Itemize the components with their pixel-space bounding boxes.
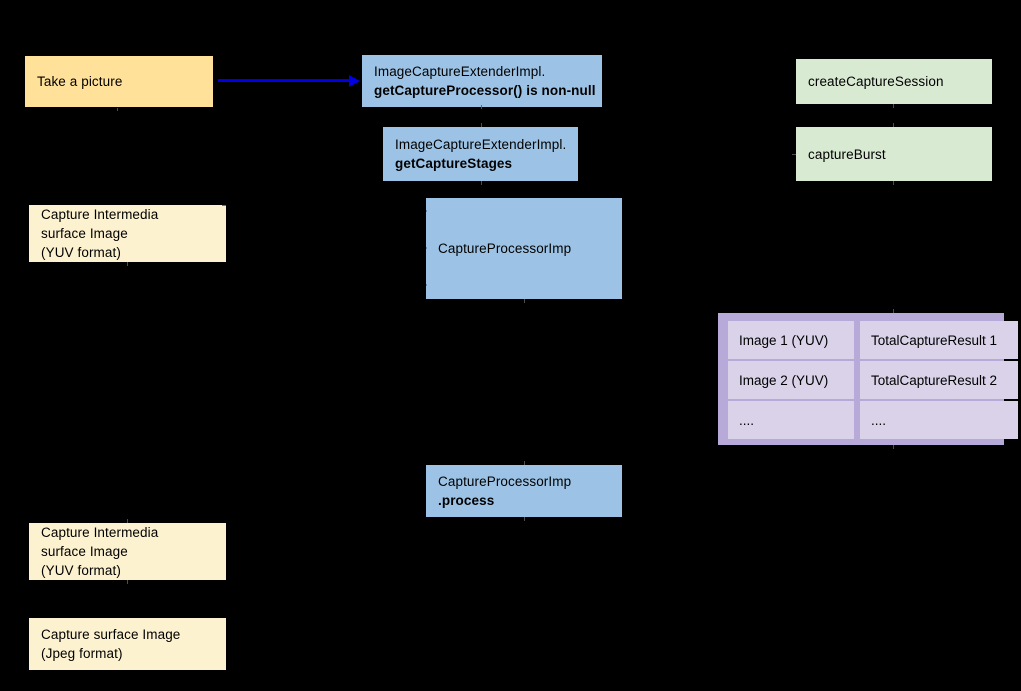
results-table: Image 1 (YUV) TotalCaptureResult 1 Image… [718, 313, 1018, 445]
connector-tick [127, 580, 128, 584]
node-capture-processor-process-line1: CaptureProcessorImp [438, 474, 572, 489]
node-get-capture-stages-line1: ImageCaptureExtenderImpl. [395, 137, 567, 152]
node-intermediate-yuv-bottom-line3: (YUV format) [41, 563, 121, 578]
connector-tick [481, 123, 482, 127]
edge-arrowhead [349, 74, 360, 87]
node-capture-surface-jpeg-line1: Capture surface Image [41, 627, 181, 642]
edge-take-picture-to-get-capture-processor [218, 79, 350, 82]
node-capture-processor-imp-process[interactable]: CaptureProcessorImp .process [426, 465, 622, 517]
node-capture-processor-imp[interactable]: CaptureProcessorImp [426, 198, 622, 299]
node-capture-surface-jpeg-line2: (Jpeg format) [41, 646, 123, 661]
node-get-capture-processor[interactable]: ImageCaptureExtenderImpl. getCaptureProc… [362, 55, 602, 107]
connector-tick [893, 104, 894, 108]
node-take-a-picture[interactable]: Take a picture [25, 56, 213, 107]
connector-tick [524, 517, 525, 521]
connector-tick [127, 519, 128, 523]
connector-tick [524, 461, 525, 465]
node-capture-burst-label: captureBurst [808, 146, 886, 162]
table-cell-result[interactable]: TotalCaptureResult 1 [860, 321, 1018, 359]
node-get-capture-stages[interactable]: ImageCaptureExtenderImpl. getCaptureStag… [383, 127, 578, 181]
node-intermediate-yuv-bottom-line1: Capture Intermedia [41, 525, 159, 540]
node-intermediate-yuv-top-line2: surface Image [41, 226, 128, 241]
connector-tick [524, 299, 525, 303]
edge-arrowhead-into-capture-processor-imp [420, 207, 427, 215]
node-get-capture-stages-line2: getCaptureStages [395, 156, 513, 171]
connector-tick [127, 262, 128, 266]
node-intermediate-yuv-top-line3: (YUV format) [41, 245, 121, 260]
node-capture-surface-image-jpeg[interactable]: Capture surface Image (Jpeg format) [29, 618, 226, 670]
connector-tick [481, 181, 482, 185]
connector-tick [222, 205, 226, 206]
node-get-capture-processor-line2: getCaptureProcessor() is non-null [374, 83, 596, 98]
node-create-capture-session-label: createCaptureSession [808, 74, 944, 89]
connector-tick [792, 154, 796, 155]
connector-tick [893, 181, 894, 185]
connector-tick [893, 309, 894, 313]
connector-tick [481, 105, 482, 109]
node-capture-burst[interactable]: captureBurst [796, 127, 992, 181]
table-cell-image[interactable]: Image 2 (YUV) [728, 361, 854, 399]
table-cell-image[interactable]: .... [728, 401, 854, 439]
node-capture-processor-process-line2: .process [438, 493, 495, 508]
connector-tick [117, 108, 118, 111]
edge-arrowhead-into-capture-processor-imp [420, 281, 427, 289]
connector-tick [893, 123, 894, 127]
table-cell-result[interactable]: .... [860, 401, 1018, 439]
table-cell-result[interactable]: TotalCaptureResult 2 [860, 361, 1018, 399]
node-capture-intermedia-surface-image-yuv-bottom[interactable]: Capture Intermedia surface Image (YUV fo… [29, 523, 226, 580]
node-create-capture-session[interactable]: createCaptureSession [796, 59, 992, 104]
node-intermediate-yuv-top-line1: Capture Intermedia [41, 207, 159, 222]
connector-tick [893, 445, 894, 449]
table-cell-image[interactable]: Image 1 (YUV) [728, 321, 854, 359]
node-capture-intermedia-surface-image-yuv-top[interactable]: Capture Intermedia surface Image (YUV fo… [29, 205, 226, 262]
node-intermediate-yuv-bottom-line2: surface Image [41, 544, 128, 559]
edge-arrowhead-into-capture-processor-imp [420, 244, 427, 252]
node-take-a-picture-label: Take a picture [37, 74, 123, 89]
node-capture-processor-imp-label: CaptureProcessorImp [438, 241, 572, 256]
node-get-capture-processor-line1: ImageCaptureExtenderImpl. [374, 64, 546, 79]
